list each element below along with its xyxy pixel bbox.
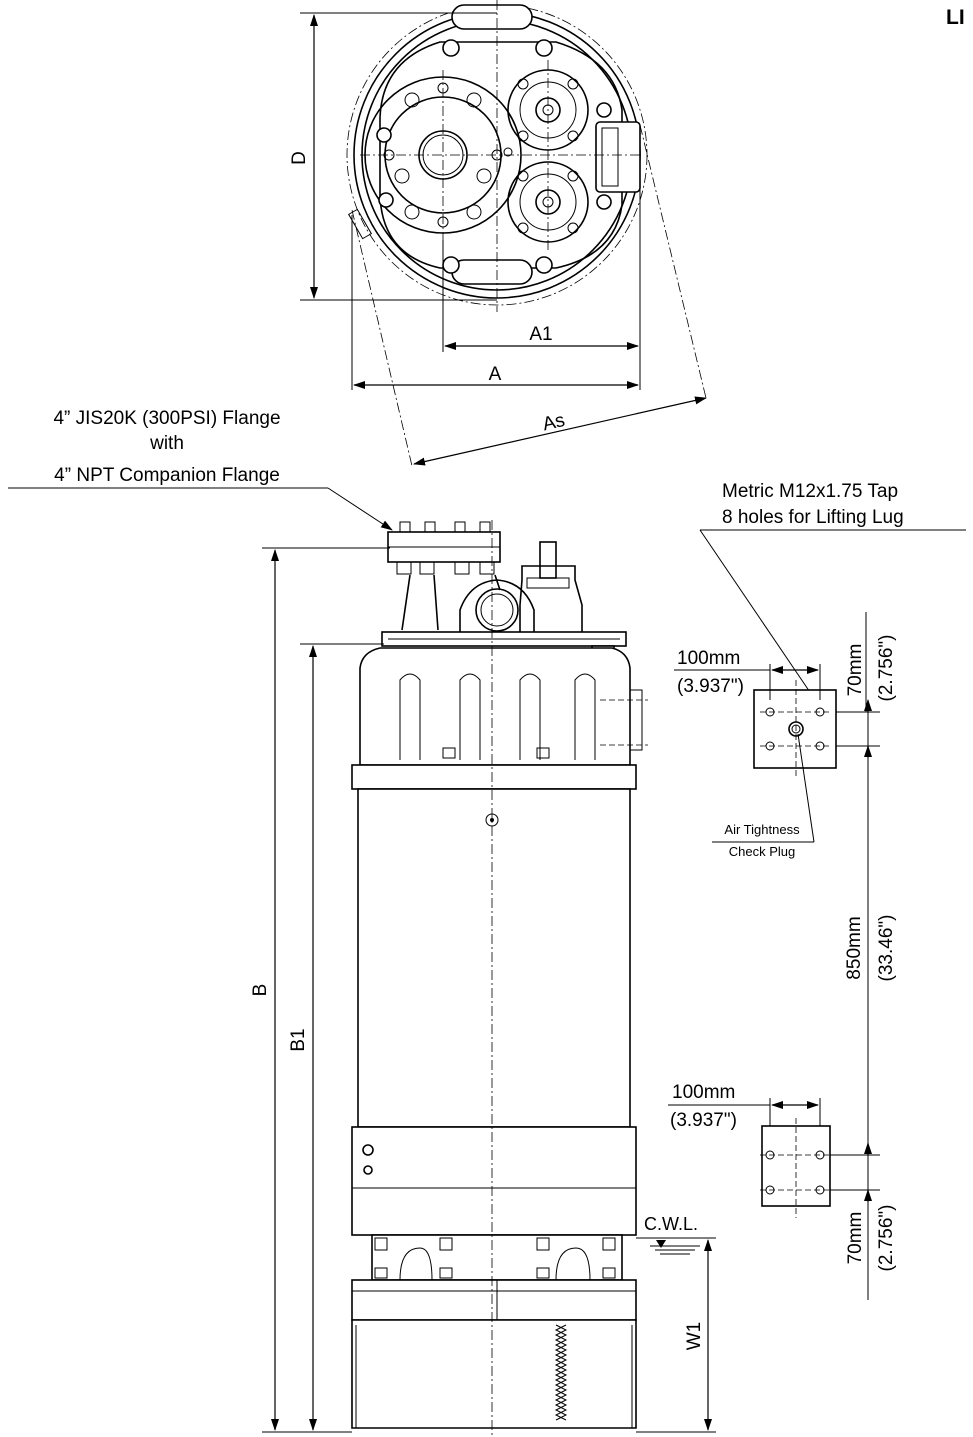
lifting-lug-callout: Metric M12x1.75 Tap 8 holes for Lifting …: [699, 481, 966, 705]
air-line2: Check Plug: [729, 844, 795, 859]
dim-A1-label: A1: [529, 324, 552, 345]
lug-line1: Metric M12x1.75 Tap: [722, 481, 898, 502]
cable-gland: [539, 541, 557, 579]
bottom-handle: [451, 259, 533, 285]
motor-head: [359, 647, 631, 766]
top-bolts: [376, 39, 612, 274]
corner-label: LI: [946, 6, 965, 29]
lower-width-mm: 100mm: [672, 1082, 735, 1103]
pump-struts: [371, 1234, 623, 1281]
upper-bracket: 100mm (3.937") 70mm (2.756"): [674, 612, 897, 778]
lower-height-mm: 70mm: [845, 1212, 866, 1265]
dim-D-label: D: [289, 151, 310, 165]
volute-band: [351, 1279, 637, 1321]
side-view: [351, 520, 648, 1435]
discharge-flange-callout: 4” JIS20K (300PSI) Flange with 4” NPT Co…: [8, 408, 393, 531]
strainer-holes: [554, 1324, 568, 1421]
strainer: [351, 1319, 637, 1429]
dim-B-label: B: [250, 984, 271, 997]
upper-width-in: (3.937"): [677, 676, 744, 697]
upper-height-in: (2.756"): [876, 635, 897, 702]
spacing-in: (33.46"): [876, 915, 897, 982]
lower-bracket: 100mm (3.937") 70mm (2.756"): [668, 1082, 897, 1300]
flange-line1: 4” JIS20K (300PSI) Flange: [53, 408, 280, 429]
lower-height-in: (2.756"): [876, 1205, 897, 1272]
air-check-callout: Air Tightness Check Plug: [712, 733, 815, 859]
motor-body: [357, 788, 631, 1128]
spacing-mm: 850mm: [844, 916, 865, 979]
head-band: [351, 764, 637, 790]
top-handle: [451, 4, 533, 30]
side-view-dimensions: B B1 C.W.L. W1: [250, 547, 716, 1433]
lower-housing: [351, 1126, 637, 1236]
top-frame: [379, 41, 623, 269]
dim-As-label: As: [541, 410, 567, 435]
top-view: [346, 0, 648, 312]
spacing-dimension: 850mm (33.46"): [844, 746, 897, 1155]
upper-height-mm: 70mm: [845, 644, 866, 697]
upper-width-mm: 100mm: [677, 648, 740, 669]
lower-width-in: (3.937"): [670, 1110, 737, 1131]
dim-B1-label: B1: [288, 1028, 309, 1051]
top-view-dimensions: D A1 A As: [289, 12, 707, 467]
lug-line2: 8 holes for Lifting Lug: [722, 507, 904, 528]
flange-line2: with: [149, 433, 184, 454]
flange-line3: 4” NPT Companion Flange: [54, 465, 280, 486]
upper-bracket-plate: [753, 689, 837, 769]
dim-A-label: A: [489, 364, 502, 385]
dim-W1-label: W1: [684, 1322, 705, 1351]
cwl-label: C.W.L.: [644, 1214, 698, 1234]
lifting-eye: [475, 588, 519, 632]
air-line1: Air Tightness: [724, 822, 800, 837]
